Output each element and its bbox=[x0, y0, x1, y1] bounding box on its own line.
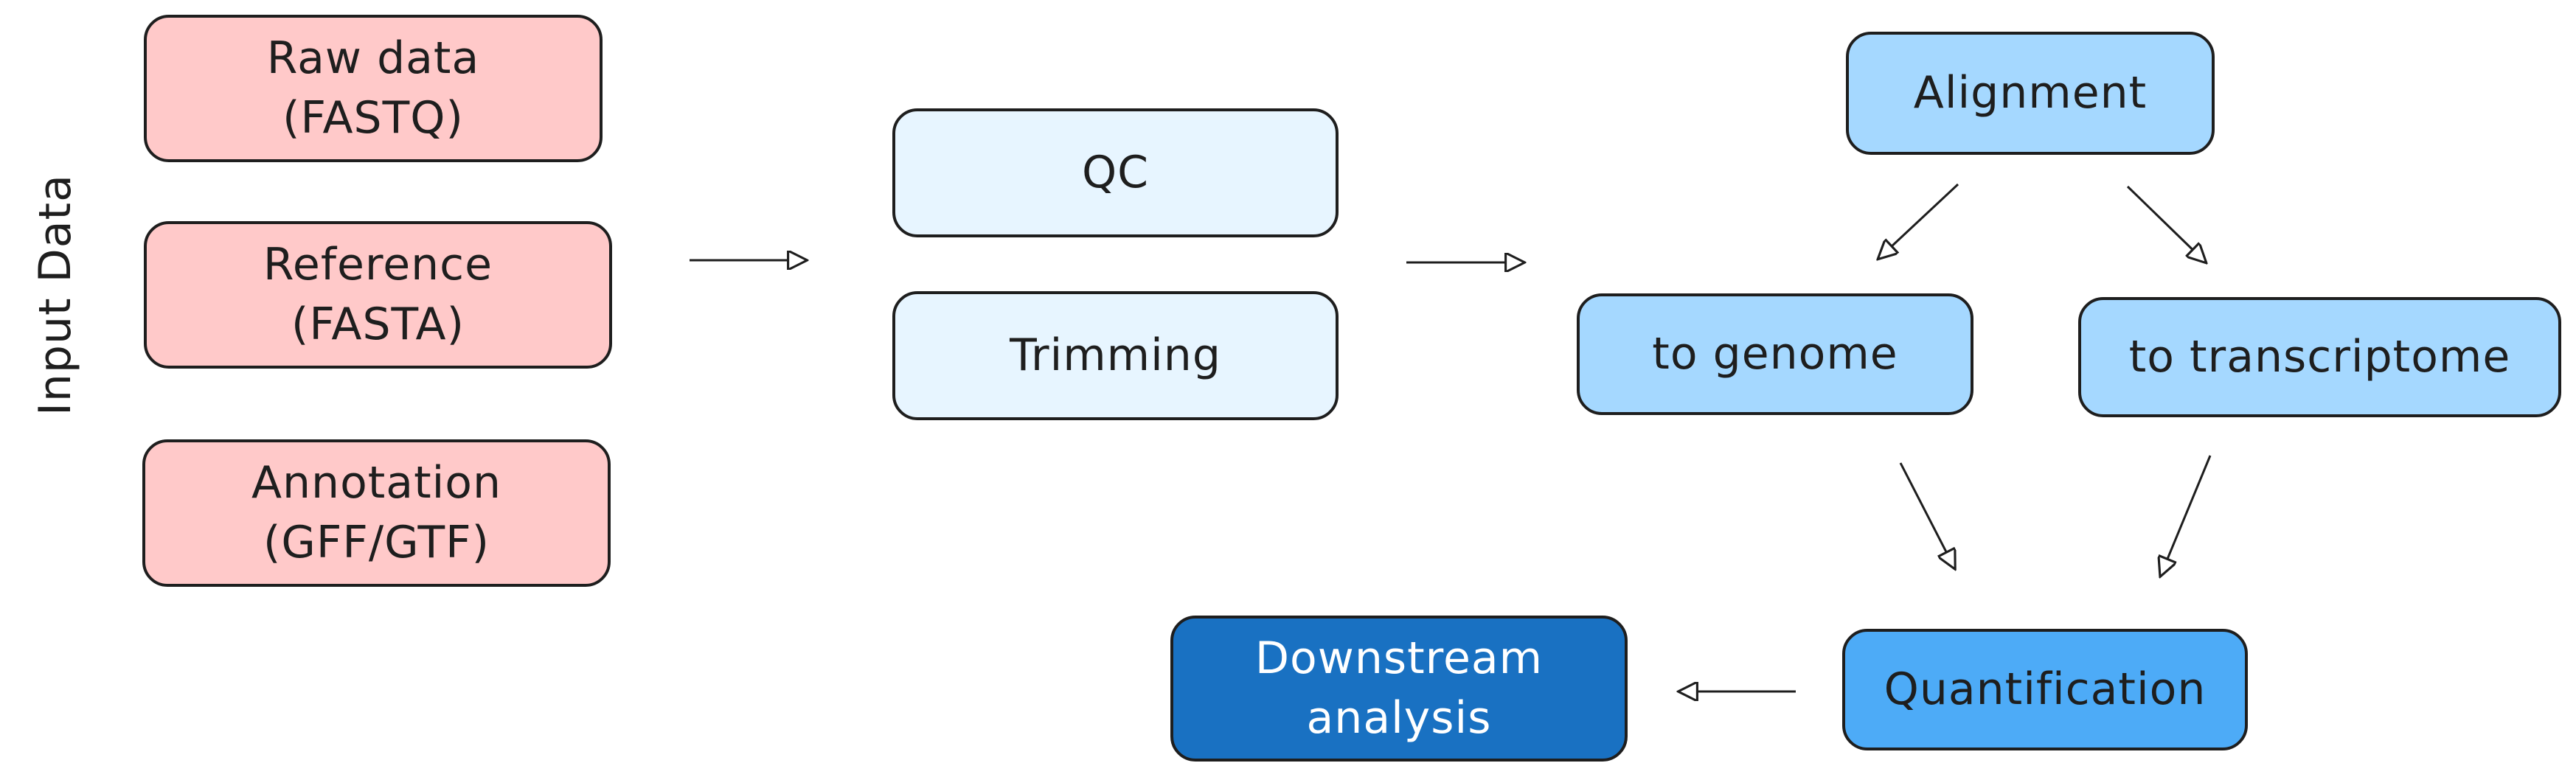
to-genome-label: to genome bbox=[1652, 328, 1898, 380]
annotation-label: Annotation (GFF/GTF) bbox=[251, 457, 502, 568]
downstream-analysis-node: Downstream analysis bbox=[1170, 616, 1628, 762]
downstream-analysis-label: Downstream analysis bbox=[1254, 633, 1544, 744]
to-transcriptome-node: to transcriptome bbox=[2078, 297, 2561, 417]
to-genome-node: to genome bbox=[1577, 293, 1973, 415]
trimming-label: Trimming bbox=[1010, 330, 1221, 381]
qc-label: QC bbox=[1081, 147, 1150, 198]
to-transcriptome-label: to transcriptome bbox=[2128, 331, 2511, 383]
quantification-label: Quantification bbox=[1884, 663, 2207, 715]
alignment-node: Alignment bbox=[1846, 32, 2215, 155]
annotation-node: Annotation (GFF/GTF) bbox=[142, 439, 611, 587]
trimming-node: Trimming bbox=[892, 291, 1339, 420]
reference-label: Reference (FASTA) bbox=[263, 239, 493, 350]
raw-data-node: Raw data (FASTQ) bbox=[144, 15, 603, 162]
arrow-transcriptome-to-quantification bbox=[2161, 455, 2212, 575]
arrow-alignment-to-transcriptome bbox=[2126, 185, 2205, 262]
raw-data-label: Raw data (FASTQ) bbox=[266, 32, 480, 144]
arrow-alignment-to-genome bbox=[1879, 183, 1959, 258]
quantification-node: Quantification bbox=[1842, 629, 2248, 750]
alignment-label: Alignment bbox=[1913, 67, 2148, 119]
qc-node: QC bbox=[892, 108, 1339, 237]
arrow-genome-to-quantification bbox=[1899, 462, 1954, 568]
reference-node: Reference (FASTA) bbox=[144, 221, 612, 369]
